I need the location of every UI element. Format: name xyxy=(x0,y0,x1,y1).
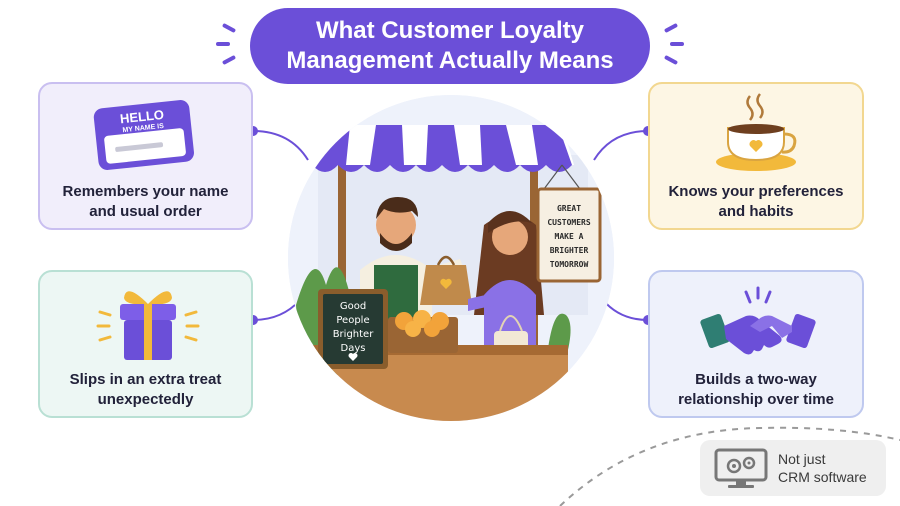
card-rel-line-1: Builds a two-way xyxy=(695,371,817,388)
card-prefs-line-1: Knows your preferences xyxy=(668,183,844,200)
name-tag-subtitle: MY NAME IS xyxy=(122,123,164,134)
coffee-cup-icon xyxy=(716,93,797,171)
dashed-arc xyxy=(559,426,900,506)
monitor-gears-icon xyxy=(714,448,768,488)
chalkboard-line-2: People xyxy=(336,315,369,326)
name-tag-hello: HELLO xyxy=(119,107,164,127)
card-treat-line-2: unexpectedly xyxy=(97,391,194,408)
hanging-sign: GREAT CUSTOMERS MAKE A BRIGHTER TOMORROW xyxy=(536,164,602,283)
sign-line-4: BRIGHTER xyxy=(550,246,589,255)
title-line-1: What Customer Loyalty xyxy=(315,17,585,44)
sign-line-2: CUSTOMERS xyxy=(547,218,591,227)
market-stall-illustration: Good People Brighter Days GREAT CUSTOMER… xyxy=(288,95,614,421)
chalkboard-line-1: Good xyxy=(340,301,366,312)
handshake-icon xyxy=(700,286,816,355)
card-remembers-name: HELLO MY NAME IS Remembers your name and… xyxy=(38,82,253,230)
sign-line-1: GREAT xyxy=(557,204,581,213)
card-prefs-line-2: and habits xyxy=(718,203,794,220)
card-knows-preferences: Knows your preferences and habits xyxy=(648,82,864,230)
name-tag-icon: HELLO MY NAME IS xyxy=(93,100,194,170)
card-rel-line-2: relationship over time xyxy=(678,391,834,408)
crm-badge: Not just CRM software xyxy=(700,440,886,496)
card-treat-line-1: Slips in an extra treat xyxy=(69,371,222,388)
crm-line-2: CRM software xyxy=(778,469,867,485)
gift-icon xyxy=(96,291,200,360)
title-spark xyxy=(216,42,230,46)
chalkboard-sign: Good People Brighter Days xyxy=(318,289,388,369)
crm-line-1: Not just xyxy=(778,451,826,467)
card-extra-treat: Slips in an extra treat unexpectedly xyxy=(38,270,253,418)
title-spark xyxy=(670,42,684,46)
card-name-line-1: Remembers your name xyxy=(62,183,229,200)
sign-line-5: TOMORROW xyxy=(550,260,589,269)
sign-line-3: MAKE A xyxy=(555,232,584,241)
chalkboard-line-4: Days xyxy=(341,343,366,354)
title-banner: What Customer Loyalty Management Actuall… xyxy=(250,8,650,84)
title-line-2: Management Actually Means xyxy=(286,47,614,74)
card-name-line-2: and usual order xyxy=(89,203,202,220)
chalkboard-line-3: Brighter xyxy=(333,329,375,340)
card-two-way-relationship: Builds a two-way relationship over time xyxy=(648,270,864,418)
